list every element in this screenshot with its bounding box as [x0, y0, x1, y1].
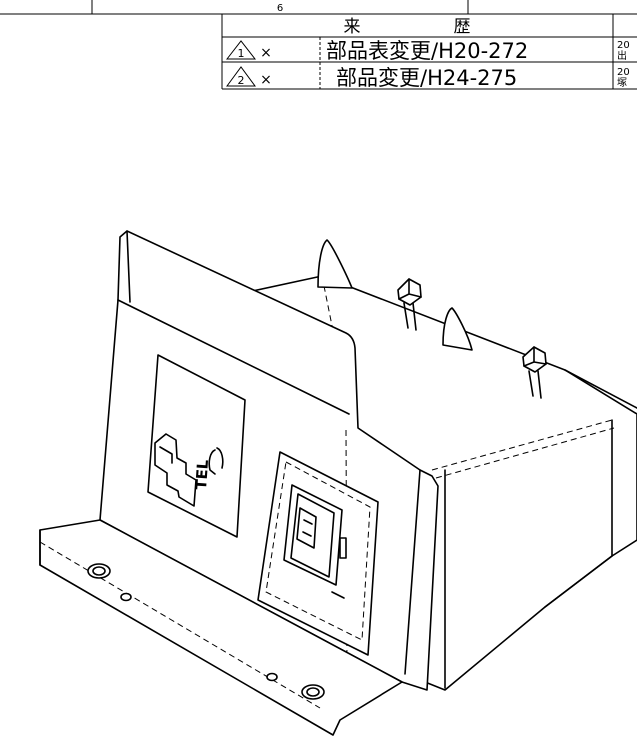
sheet-border: 6	[0, 0, 637, 15]
revision-date: 20	[617, 67, 630, 78]
isometric-part-view: TEL	[39, 230, 637, 736]
revision-row: 2 × 部品変更/H24-275 20 塚	[226, 66, 630, 90]
mounting-hole	[306, 687, 320, 697]
data-jack-module	[257, 451, 379, 656]
mounting-hole	[92, 566, 106, 576]
revision-mark: 1	[238, 47, 245, 60]
revision-date: 20	[617, 40, 630, 51]
revision-suffix: ×	[260, 72, 272, 88]
zone-number: 6	[277, 3, 283, 14]
cable-clip	[397, 278, 422, 331]
revision-description: 部品変更/H24-275	[336, 66, 517, 90]
revision-suffix: ×	[260, 45, 272, 61]
revision-row: 1 × 部品表変更/H20-272 20 出	[225, 39, 630, 63]
revision-mark: 2	[238, 74, 245, 87]
revision-note: 出	[617, 49, 627, 62]
cable-clip	[522, 346, 547, 399]
table-heading-left: 来	[344, 17, 361, 37]
revision-triangle-icon	[226, 66, 256, 87]
revision-note: 塚	[617, 77, 627, 89]
mounting-hole	[301, 684, 325, 700]
mounting-hole	[87, 563, 111, 579]
pilot-hole	[266, 672, 278, 682]
mounting-flange	[39, 519, 403, 736]
revision-description: 部品表変更/H20-272	[326, 39, 528, 63]
tel-jack: TEL	[147, 354, 246, 538]
revision-history-table: 来 歴 1 × 部品表変更/H20-272 20 出 2 × 部品変更/H24-…	[221, 14, 637, 90]
rear-tab	[317, 239, 353, 289]
revision-triangle-icon	[225, 40, 257, 60]
pilot-hole	[120, 592, 132, 602]
jack-label: TEL	[192, 459, 212, 491]
rear-tab	[442, 307, 473, 351]
table-heading-right: 歴	[454, 17, 471, 37]
